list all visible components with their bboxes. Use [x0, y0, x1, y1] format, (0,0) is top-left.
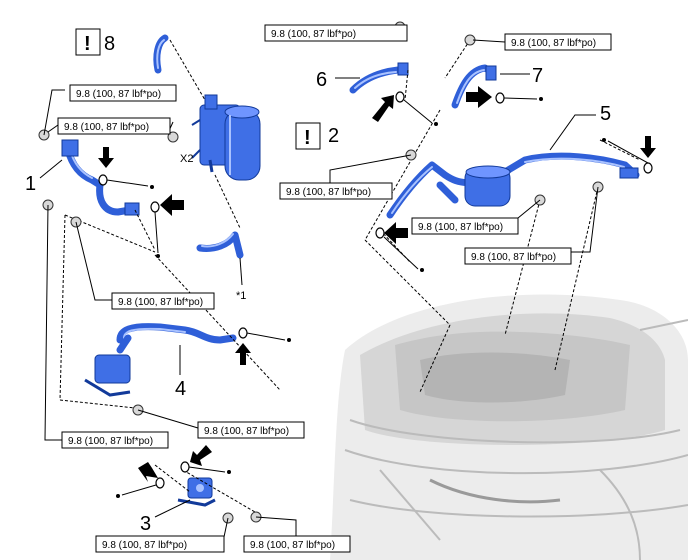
o-ring-icon: [643, 162, 653, 174]
reference-note-star1: *1: [236, 290, 246, 302]
part-8-hose: [153, 34, 169, 74]
arrows: [98, 86, 656, 482]
torque-label-part1-lower: 9.8 (100, 87 lbf*po): [118, 297, 203, 308]
arrow-down-left-icon: [190, 445, 212, 466]
caution-icon: !: [304, 127, 311, 149]
caution-box-2: !: [295, 122, 321, 150]
part-number-6: 6: [316, 69, 327, 91]
quantity-note-x2: X2: [180, 153, 193, 165]
arrow-right-icon: [466, 86, 492, 108]
o-rings: [98, 91, 653, 489]
torque-labels: 9.8 (100, 87 lbf*po) 9.8 (100, 87 lbf*po…: [43, 24, 612, 553]
arrow-down-icon: [98, 147, 114, 168]
part-number-7: 7: [532, 65, 543, 87]
arrow-down-right-icon: [138, 462, 158, 482]
o-ring-icon: [238, 327, 248, 339]
torque-label-part3-right: 9.8 (100, 87 lbf*po): [250, 540, 335, 551]
arrow-left-icon: [384, 222, 408, 244]
dashed-reference-lines: [59, 39, 641, 513]
arrow-up-icon: [235, 343, 251, 365]
torque-label-left-bottom: 9.8 (100, 87 lbf*po): [68, 436, 153, 447]
torque-label-top-right: 9.8 (100, 87 lbf*po): [511, 38, 596, 49]
o-ring-icon: [98, 174, 108, 186]
torque-label-part5-left: 9.8 (100, 87 lbf*po): [286, 187, 371, 198]
part-number-leaders: [39, 73, 596, 518]
part-number-3: 3: [140, 513, 151, 535]
caution-icon: !: [84, 33, 91, 55]
part-3-fitting: [177, 477, 216, 507]
vehicle-front-illustration: [330, 294, 688, 560]
o-ring-icon: [395, 91, 405, 103]
star1-hose: [196, 231, 244, 259]
part-number-1: 1: [25, 173, 36, 195]
o-ring-icon: [180, 461, 190, 473]
part-4-hose-assembly: [84, 323, 237, 397]
torque-label-part5-right: 9.8 (100, 87 lbf*po): [471, 252, 556, 263]
part-5-pipe-assembly: [386, 152, 640, 219]
part-number-5: 5: [600, 103, 611, 125]
torque-label-top-center: 9.8 (100, 87 lbf*po): [271, 29, 356, 40]
torque-label-part1-upper: 9.8 (100, 87 lbf*po): [76, 89, 161, 100]
o-ring-icon: [150, 201, 160, 213]
torque-label-part4: 9.8 (100, 87 lbf*po): [204, 426, 289, 437]
o-ring-icon: [495, 92, 505, 104]
torque-label-part1-middle: 9.8 (100, 87 lbf*po): [64, 122, 149, 133]
torque-label-part3-left: 9.8 (100, 87 lbf*po): [102, 540, 187, 551]
o-ring-icon: [155, 477, 165, 489]
part-number-8: 8: [104, 33, 115, 55]
arrow-up-right-icon: [372, 95, 394, 122]
part-number-4: 4: [175, 378, 186, 400]
o-ring-icon: [375, 227, 385, 239]
arrow-down-icon: [640, 136, 656, 158]
caution-box-8: !: [75, 28, 101, 56]
part-number-2: 2: [328, 125, 339, 147]
part-6-hose: [349, 62, 409, 94]
torque-label-part5-middle: 9.8 (100, 87 lbf*po): [418, 222, 503, 233]
o-ring-leaders: [106, 97, 649, 498]
arrow-left-icon: [160, 194, 184, 216]
part-2-accumulator-assembly: [191, 94, 261, 181]
part-7-hose: [451, 64, 497, 109]
